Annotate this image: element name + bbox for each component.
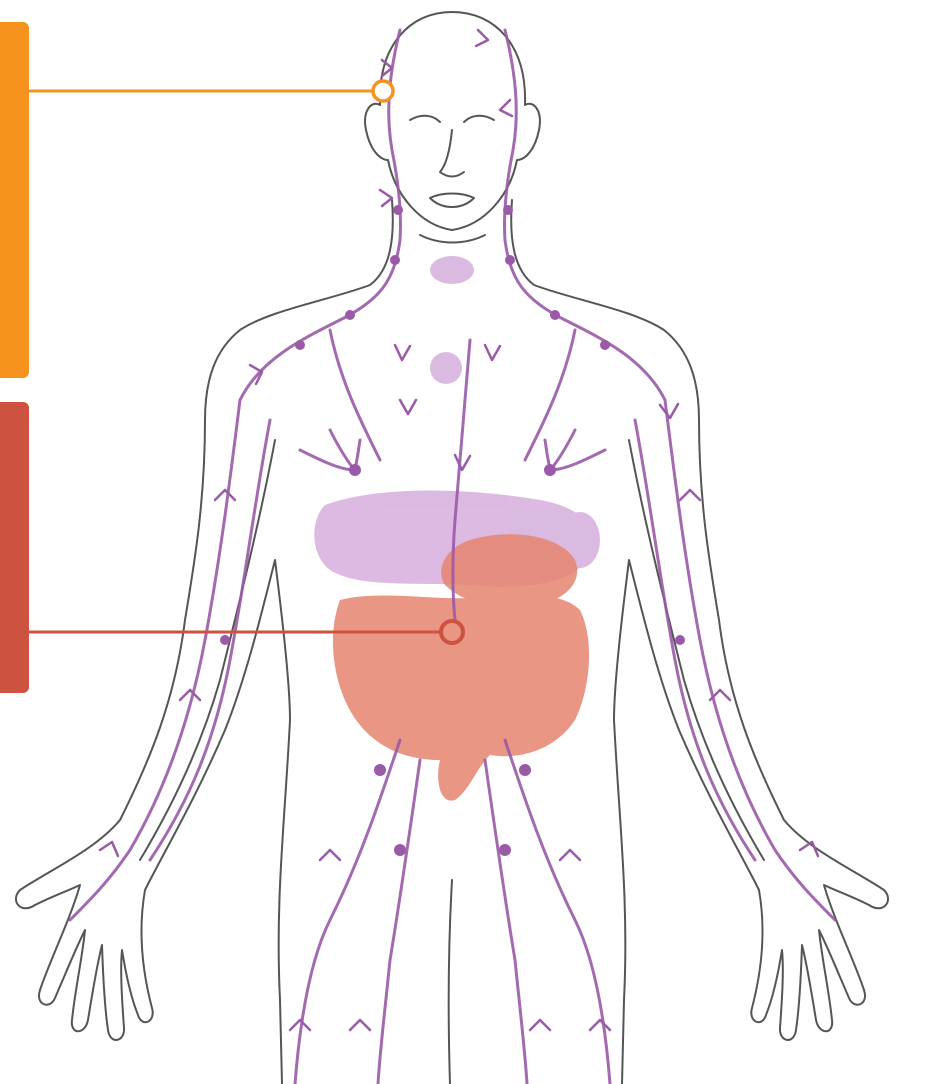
mouth	[430, 194, 474, 208]
lymph-node	[374, 764, 386, 776]
left-arm-vessel-b	[150, 420, 270, 860]
vessel-arrow-icon	[800, 842, 818, 856]
lymph-node	[349, 464, 361, 476]
lymph-node	[220, 635, 230, 645]
vessel-arrow-icon	[530, 1020, 550, 1030]
callout-top-marker	[373, 81, 393, 101]
lymph-node	[295, 340, 305, 350]
neck-vessel-right	[505, 240, 665, 400]
lymph-node	[345, 310, 355, 320]
vessel-arrow-icon	[400, 400, 416, 414]
lymph-node	[499, 844, 511, 856]
right-eye	[464, 116, 494, 122]
vessel-arrow-icon	[380, 190, 392, 206]
lymph-node	[600, 340, 610, 350]
vessel-arrow-icon	[100, 842, 118, 856]
lymph-node	[394, 844, 406, 856]
breast-vessels-right	[545, 430, 605, 470]
groin-vessel-right	[505, 740, 610, 1084]
vessel-arrow-icon	[350, 1020, 370, 1030]
vessel-arrow-icon	[455, 455, 470, 470]
leg-divider	[449, 880, 452, 1084]
vessel-arrow-icon	[180, 690, 200, 700]
vessel-arrow-icon	[485, 345, 500, 360]
vessel-arrow-icon	[320, 850, 340, 860]
right-arm-vessel-b	[635, 420, 755, 860]
lymph-node	[505, 255, 515, 265]
right-arm-vessel-a	[665, 400, 835, 920]
lymph-node	[675, 635, 685, 645]
lymph-node	[544, 464, 556, 476]
vessel-arrow-icon	[680, 490, 700, 500]
thymus	[430, 352, 462, 384]
lymph-organs	[314, 256, 600, 587]
vessel-arrow-icon	[560, 850, 580, 860]
breast-vessels-left	[300, 430, 360, 470]
lymph-node	[519, 764, 531, 776]
vessel-arrow-icon	[395, 345, 410, 360]
chest-vessel-left	[330, 330, 380, 460]
vessel-arrow-icon	[215, 490, 235, 500]
groin-vessel-right-b	[485, 760, 527, 1084]
neck-vessel-left	[240, 240, 400, 400]
callout-top-pointer	[29, 81, 393, 101]
vessel-arrow-icon	[500, 100, 512, 116]
throat-node	[430, 256, 474, 284]
left-eye	[410, 116, 440, 122]
groin-vessel-left	[295, 740, 400, 1084]
lymph-node	[390, 255, 400, 265]
chin-line	[420, 235, 485, 243]
lymph-vessels	[70, 30, 835, 1084]
vessel-arrow-icon	[660, 404, 678, 418]
lymph-node	[550, 310, 560, 320]
vessel-arrow-icon	[590, 1020, 610, 1030]
chest-vessel-right	[525, 330, 575, 460]
vessel-arrow-icon	[476, 30, 488, 46]
groin-vessel-left-b	[378, 760, 420, 1084]
nose	[440, 130, 464, 177]
lymph-node	[503, 205, 513, 215]
lymph-node	[393, 205, 403, 215]
